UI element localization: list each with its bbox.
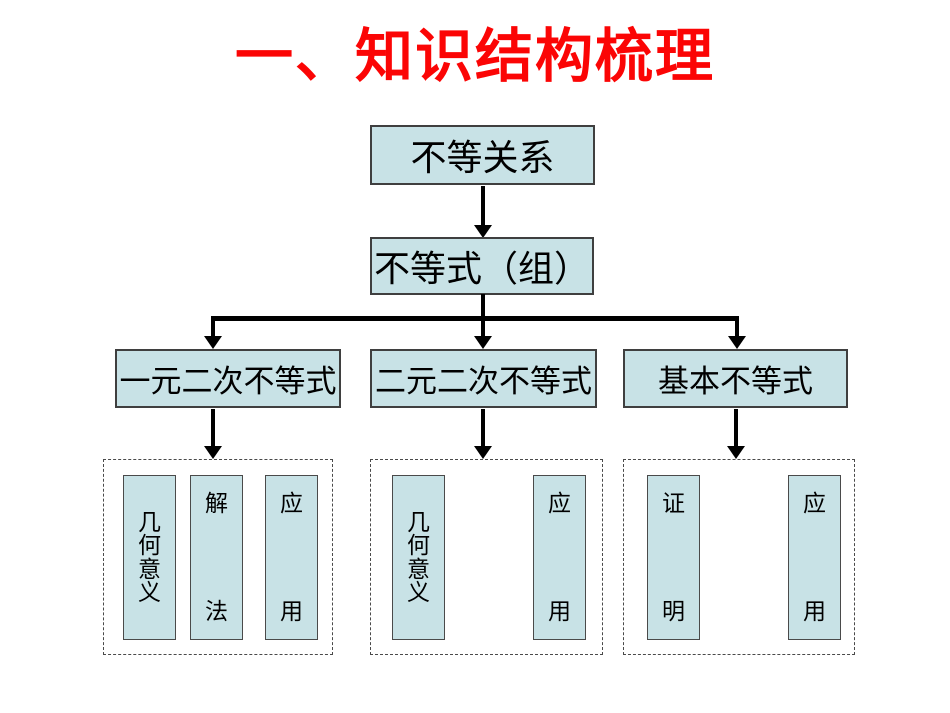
group-basic-inequality-topics: 证明 应用 xyxy=(623,459,855,655)
arrowhead-icon xyxy=(474,336,492,349)
node-inequality-group: 不等式（组） xyxy=(370,237,594,295)
arrow-stem xyxy=(211,409,215,446)
arrow-down-icon xyxy=(727,409,745,459)
arrowhead-icon xyxy=(728,336,746,349)
arrowhead-icon xyxy=(727,446,745,459)
arrow-stem xyxy=(481,186,485,225)
arrow-down-icon xyxy=(474,294,492,349)
arrow-stem xyxy=(481,409,485,446)
topic-geometric-meaning: 几何意义 xyxy=(392,475,445,640)
arrow-down-icon xyxy=(474,186,492,238)
node-inequality-relation: 不等关系 xyxy=(370,125,595,185)
slide-title: 一、知识结构梳理 xyxy=(234,24,715,89)
arrow-down-icon xyxy=(204,317,222,349)
arrowhead-icon xyxy=(474,446,492,459)
arrow-down-icon xyxy=(474,409,492,459)
arrowhead-icon xyxy=(204,446,222,459)
topic-geometric-meaning: 几何意义 xyxy=(123,475,176,640)
arrowhead-icon xyxy=(204,336,222,349)
branch-connector-line xyxy=(211,316,739,321)
topic-application: 应用 xyxy=(533,475,586,640)
topic-proof: 证明 xyxy=(647,475,700,640)
arrow-stem xyxy=(735,317,739,336)
topic-application: 应用 xyxy=(788,475,841,640)
node-bivariate-quadratic-inequality: 二元二次不等式 xyxy=(370,349,597,408)
arrow-stem xyxy=(211,317,215,336)
arrow-stem xyxy=(481,294,485,336)
node-basic-inequality: 基本不等式 xyxy=(623,349,848,408)
topic-solving-method: 解法 xyxy=(190,475,243,640)
node-univariate-quadratic-inequality: 一元二次不等式 xyxy=(115,349,341,408)
group-bivariate-topics: 几何意义 应用 xyxy=(370,459,603,655)
arrow-down-icon xyxy=(204,409,222,459)
arrowhead-icon xyxy=(474,225,492,238)
group-univariate-topics: 几何意义 解法 应用 xyxy=(103,459,333,655)
topic-application: 应用 xyxy=(265,475,318,640)
arrow-down-icon xyxy=(728,317,746,349)
arrow-stem xyxy=(734,409,738,446)
